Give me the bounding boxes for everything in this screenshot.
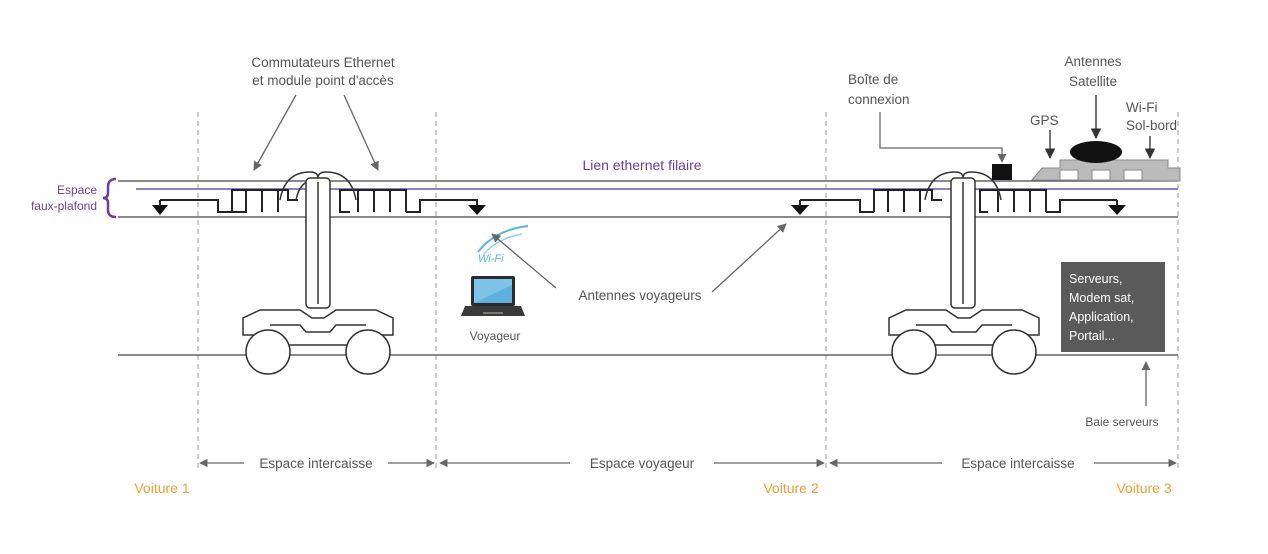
zone-intercaisse-right: Espace intercaisse bbox=[961, 456, 1074, 471]
zone-intercaisse-left: Espace intercaisse bbox=[259, 456, 372, 471]
server-line-4: Portail... bbox=[1069, 329, 1115, 343]
switches-label-2: et module point d'accès bbox=[252, 73, 394, 88]
ceiling-space-label-1: Espace bbox=[57, 183, 97, 197]
switches-label-1: Commutateurs Ethernet bbox=[251, 55, 395, 70]
car-label-1: Voiture 1 bbox=[134, 480, 189, 496]
wifi-badge: Wi-Fi bbox=[477, 225, 529, 265]
ethernet-link-label: Lien ethernet filaire bbox=[582, 157, 701, 173]
server-box bbox=[1061, 262, 1165, 352]
traveler-antennas-pointer-right bbox=[711, 223, 787, 293]
junction-box-label-2: connexion bbox=[848, 92, 910, 107]
laptop-icon bbox=[461, 276, 525, 316]
antenna-arrow-4 bbox=[1108, 205, 1126, 215]
bogie-left bbox=[242, 171, 394, 375]
wifi-ground-label-2: Sol-bord bbox=[1126, 118, 1177, 133]
antenna-arrow-1 bbox=[152, 205, 168, 215]
switch-cluster-right bbox=[800, 189, 1117, 213]
satellite-label-2: Satellite bbox=[1069, 74, 1117, 89]
car-separators bbox=[197, 112, 1179, 472]
car-label-3: Voiture 3 bbox=[1116, 480, 1171, 496]
server-line-3: Application, bbox=[1069, 310, 1134, 324]
wifi-ground-label-1: Wi-Fi bbox=[1126, 100, 1157, 115]
junction-box-label-1: Boîte de bbox=[848, 72, 898, 87]
traveler-label: Voyageur bbox=[470, 329, 521, 343]
server-rack-label: Baie serveurs bbox=[1085, 415, 1158, 429]
traveler-antennas-label: Antennes voyageurs bbox=[578, 288, 701, 303]
bogie-right bbox=[888, 171, 1040, 375]
antenna-arrow-2 bbox=[468, 205, 486, 215]
ceiling-brace bbox=[102, 177, 117, 219]
server-line-1: Serveurs, bbox=[1069, 272, 1123, 286]
switch-cluster-left bbox=[160, 189, 478, 213]
switches-pointer-right bbox=[343, 94, 379, 171]
satellite-antenna-unit bbox=[1030, 141, 1181, 182]
car-label-2: Voiture 2 bbox=[763, 480, 818, 496]
server-line-2: Modem sat, bbox=[1069, 291, 1134, 305]
junction-box-pointer bbox=[879, 112, 1007, 163]
traveler-antennas-pointer-left bbox=[491, 233, 557, 289]
ceiling-space-label-2: faux-plafond bbox=[31, 199, 97, 213]
antenna-arrow-3 bbox=[791, 205, 809, 215]
zone-traveler-space: Espace voyageur bbox=[590, 456, 695, 471]
satellite-label-1: Antennes bbox=[1064, 54, 1121, 69]
switches-pointer-left bbox=[253, 94, 297, 171]
satellite-dish-icon bbox=[1070, 141, 1122, 163]
gps-label: GPS bbox=[1030, 113, 1059, 128]
antenna-arrows bbox=[152, 205, 1126, 215]
wifi-badge-label: Wi-Fi bbox=[478, 253, 504, 265]
junction-box bbox=[992, 164, 1012, 180]
